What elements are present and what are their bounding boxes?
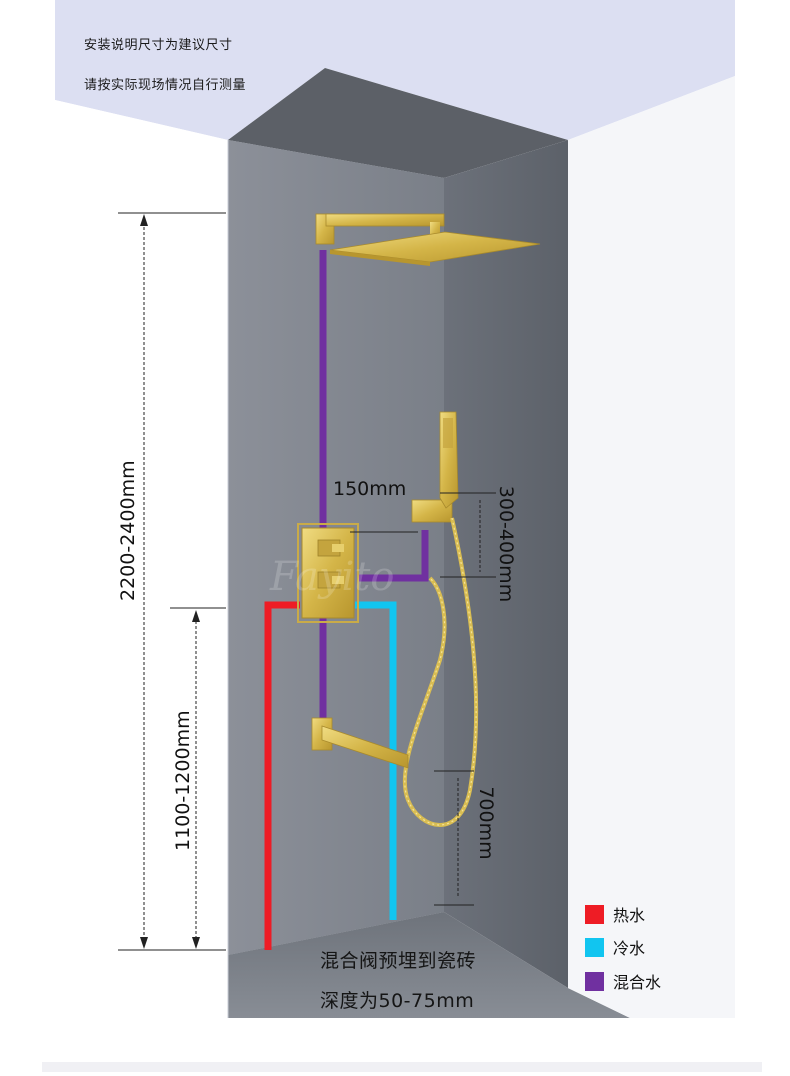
dim-hose-length: 700mm — [475, 786, 497, 860]
legend-label-mixed: 混合水 — [613, 973, 662, 992]
cold-pipe — [355, 601, 397, 920]
left-wall — [55, 100, 228, 1018]
right-wall — [568, 76, 735, 1018]
note-line-2: 请按实际现场情况自行测量 — [84, 78, 247, 93]
watermark: Fayito — [269, 554, 394, 600]
pipes — [264, 250, 429, 950]
bottom-note-line-2: 深度为50-75mm — [320, 990, 475, 1012]
note-line-1: 安装说明尺寸为建议尺寸 — [84, 38, 233, 53]
rain-shower-head — [315, 213, 541, 266]
legend-item-cold: 冷水 — [585, 936, 645, 958]
floor — [228, 912, 630, 1018]
dim-arm-offset: 150mm — [333, 478, 407, 500]
bottom-note-line-1: 混合阀预埋到瓷砖 — [320, 950, 477, 972]
ceiling — [55, 0, 735, 140]
legend-swatch-mixed — [585, 971, 604, 991]
dimension-lines — [118, 212, 496, 951]
dim-handset-offset: 300-400mm — [495, 485, 517, 603]
niche-right-wall — [444, 140, 568, 988]
handheld-shower — [402, 411, 479, 827]
niche-top — [228, 68, 568, 178]
legend-item-hot: 热水 — [585, 903, 645, 925]
legend-label-hot: 热水 — [613, 906, 646, 925]
legend-label-cold: 冷水 — [613, 939, 646, 958]
legend-swatch-cold — [585, 937, 604, 957]
dim-total-height: 2200-2400mm — [117, 460, 139, 601]
mixed-pipe-handset — [357, 530, 429, 582]
footer-strip — [42, 1062, 762, 1072]
tub-spout — [311, 717, 409, 769]
mixer-valve — [297, 523, 359, 623]
legend-item-mixed: 混合水 — [585, 970, 661, 992]
hot-pipe — [264, 601, 300, 950]
legend-swatch-hot — [585, 904, 604, 924]
dim-valve-height: 1100-1200mm — [172, 710, 194, 851]
